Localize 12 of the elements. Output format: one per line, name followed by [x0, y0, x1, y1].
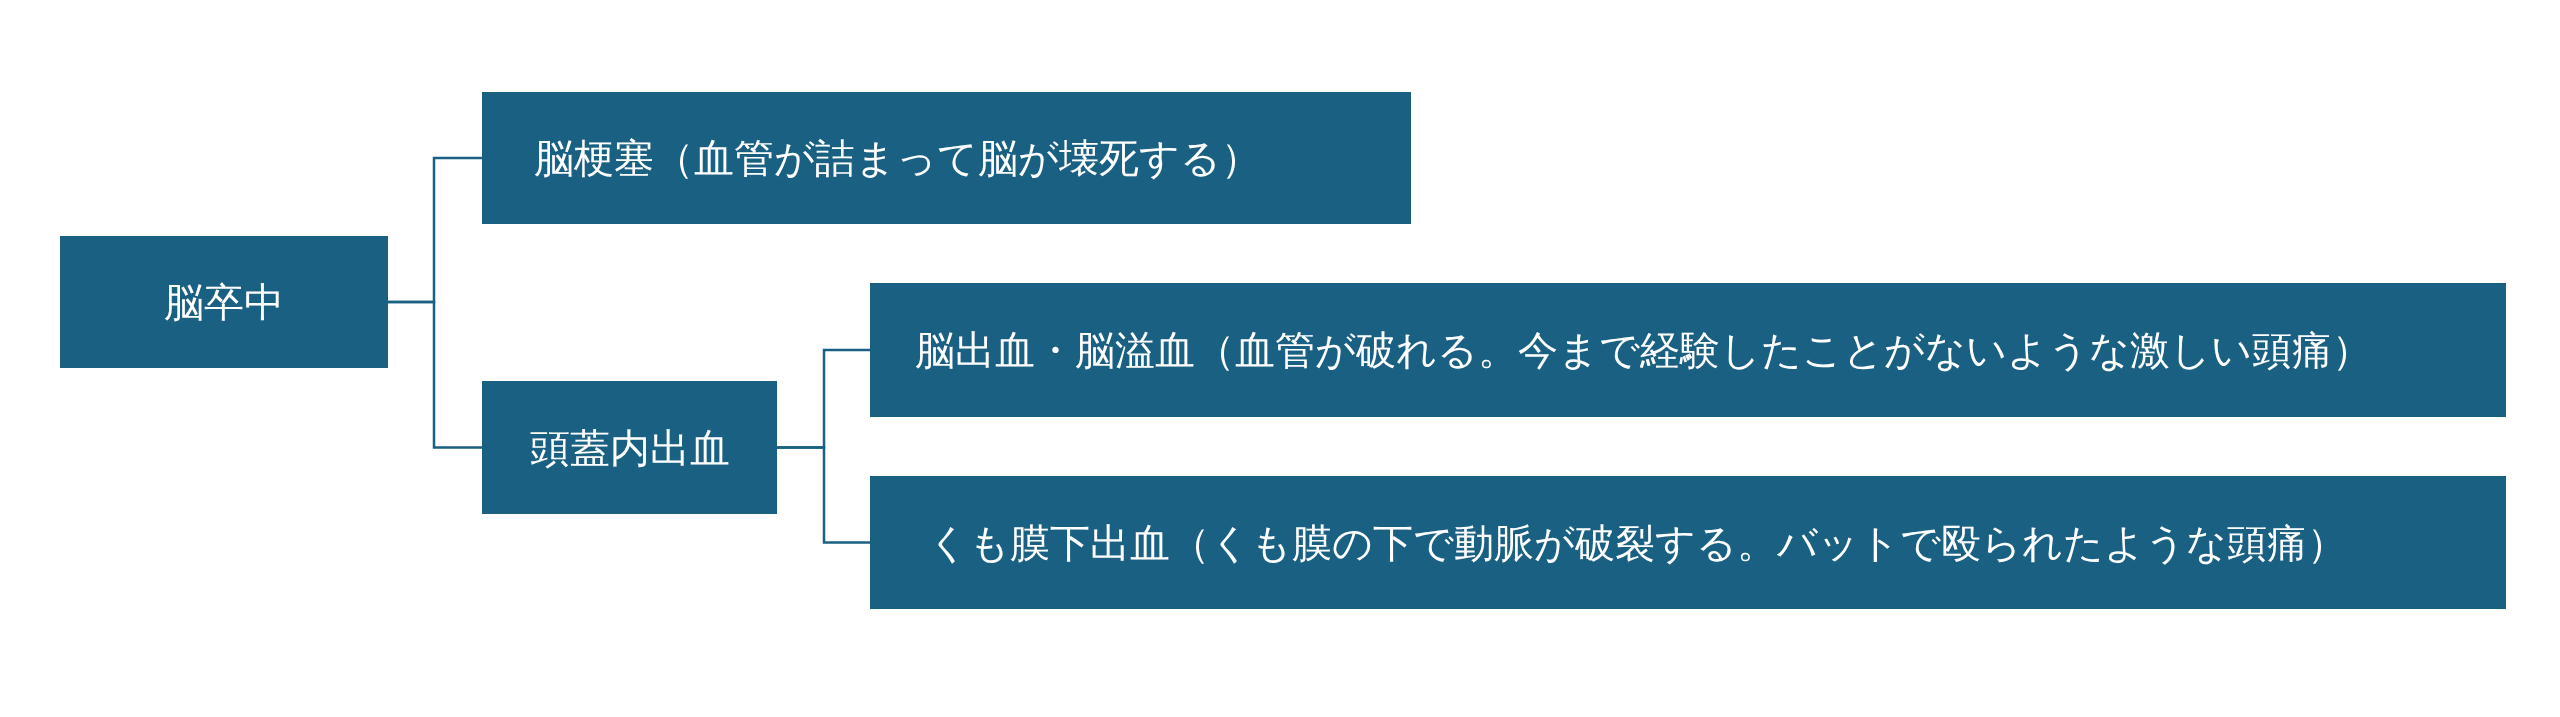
category-label: 頭蓋内出血 — [529, 423, 730, 472]
category-box — [482, 92, 1411, 224]
category-box — [482, 381, 777, 514]
category-box — [870, 283, 2506, 417]
connector-line — [777, 446, 870, 544]
category-box — [870, 476, 2506, 609]
category-label: 脳出血・脳溢血（血管が破れる。今まで経験したことがないような激しい頭痛） — [915, 326, 2372, 374]
category-box — [60, 236, 388, 368]
connector-line — [388, 300, 482, 449]
category-label: 脳卒中 — [164, 278, 284, 326]
category-label: 脳梗塞（血管が詰まって脳が壊死する） — [534, 134, 1261, 182]
category-label: くも膜下出血（くも膜の下で動脈が破裂する。バットで殴られたような頭痛） — [928, 518, 2347, 567]
